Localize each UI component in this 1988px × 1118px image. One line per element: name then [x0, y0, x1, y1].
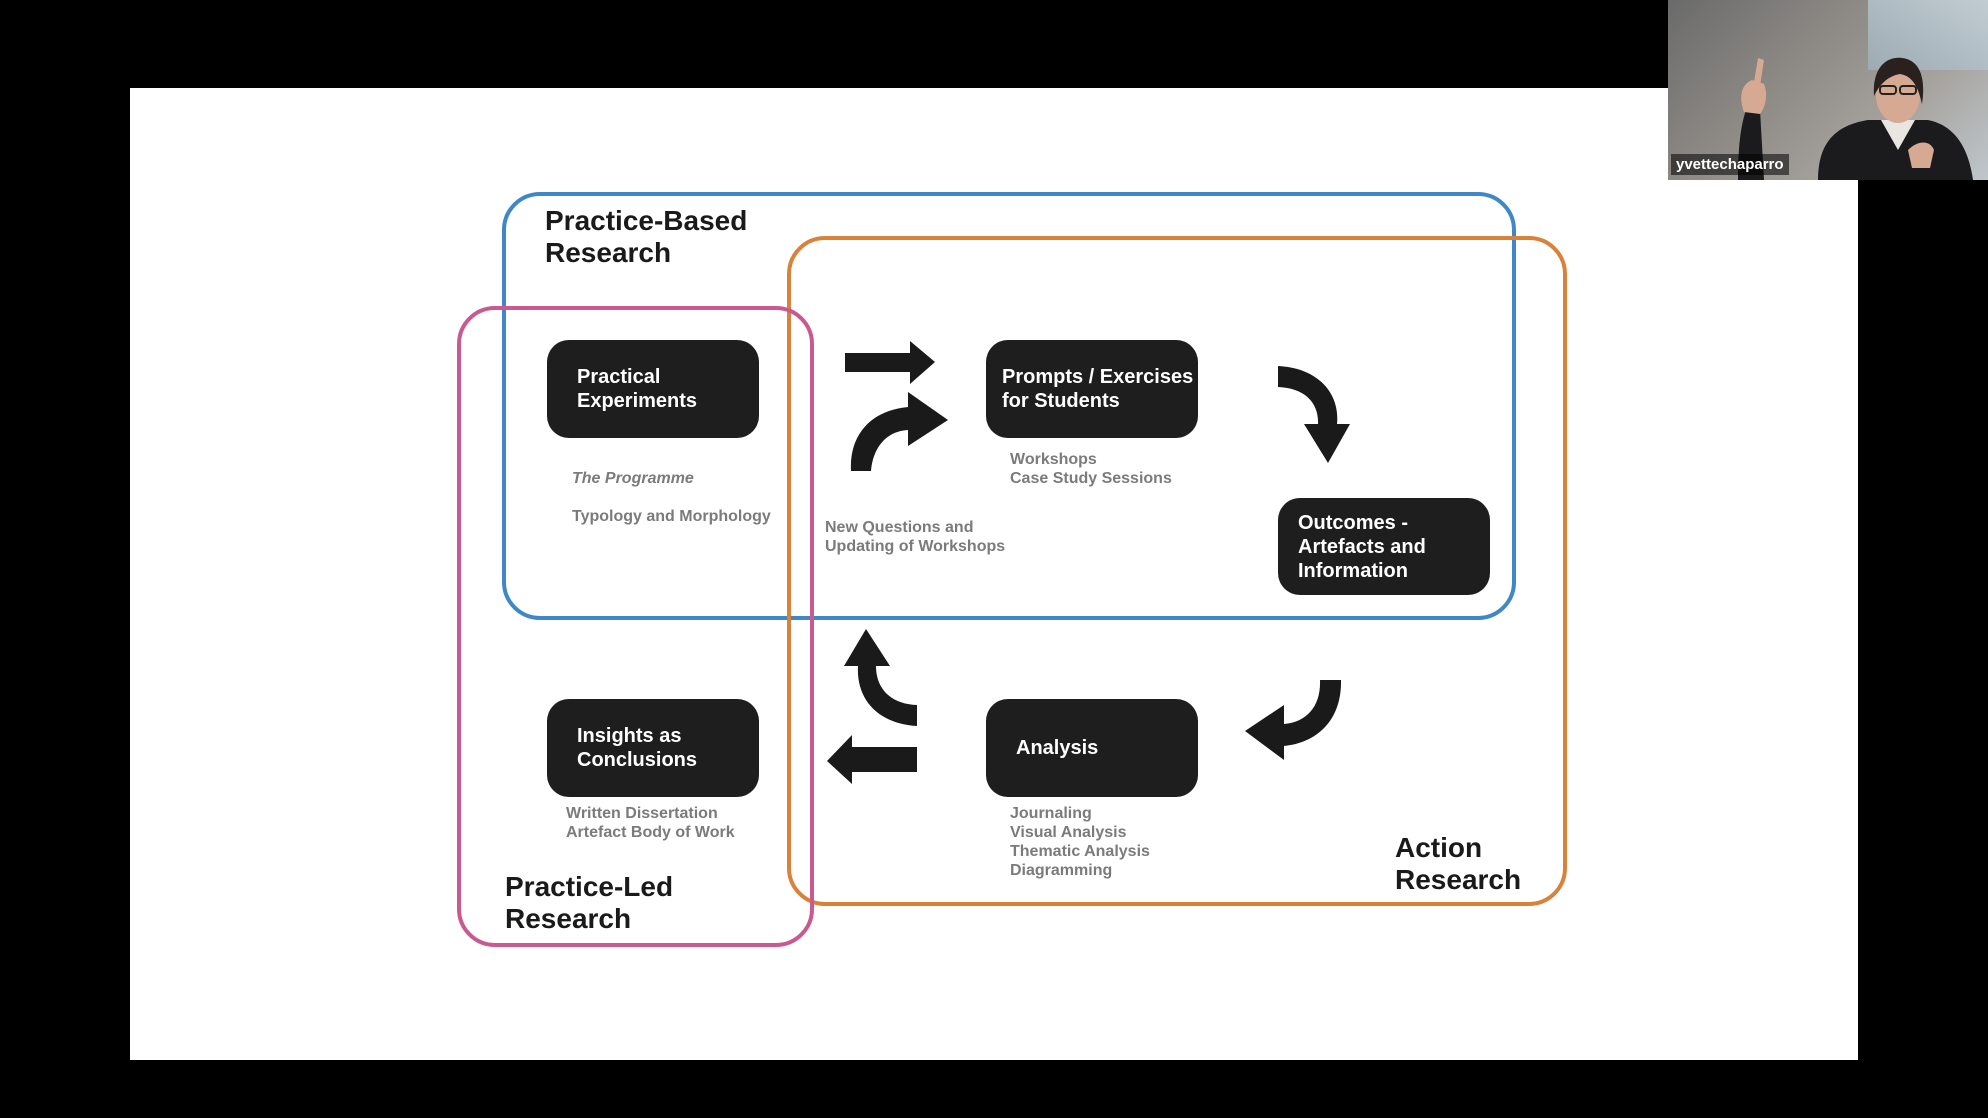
curved-arrow-down-icon: [1278, 366, 1350, 463]
prompts-note: Workshops Case Study Sessions: [1010, 451, 1172, 487]
video-background: [1868, 0, 1988, 70]
arrow-right-icon: [845, 341, 935, 384]
research-diagram: [457, 192, 1567, 947]
arrow-left-icon: [827, 735, 917, 784]
programme-title: The Programme: [572, 470, 694, 487]
programme-subtitle: Typology and Morphology: [572, 508, 771, 525]
practice-based-research-label: Practice-Based Research: [545, 205, 748, 268]
prompts-exercises-box: Prompts / Exercises for Students: [986, 340, 1198, 438]
practice-led-region: [457, 306, 814, 947]
insights-box: Insights as Conclusions: [547, 699, 759, 797]
action-research-label: Action Research: [1395, 832, 1522, 895]
presentation-slide: Practice-Based Research Action Research …: [130, 88, 1858, 1060]
participant-video-tile[interactable]: yvettechaparro: [1668, 0, 1988, 180]
practice-led-research-label: Practice-Led Research: [505, 871, 674, 934]
insights-note: Written Dissertation Artefact Body of Wo…: [566, 805, 735, 841]
analysis-box: Analysis: [986, 699, 1198, 797]
curved-arrow-up-icon: [844, 629, 917, 726]
programme-note: The Programme Typology and Morphology: [572, 450, 771, 526]
curved-arrow-up-right-icon: [850, 392, 948, 471]
outcomes-box: Outcomes - Artefacts and Information: [1278, 498, 1490, 595]
analysis-note: Journaling Visual Analysis Thematic Anal…: [1010, 805, 1150, 879]
participant-name-label: yvettechaparro: [1671, 154, 1789, 175]
practical-experiments-box: Practical Experiments: [547, 340, 759, 438]
practice-based-region: [502, 192, 1516, 620]
participant-video-image: [1738, 57, 1973, 180]
curved-arrow-down-left-icon: [1245, 680, 1342, 760]
action-research-region: [787, 236, 1567, 906]
new-questions-note: New Questions and Updating of Workshops: [825, 519, 1006, 555]
